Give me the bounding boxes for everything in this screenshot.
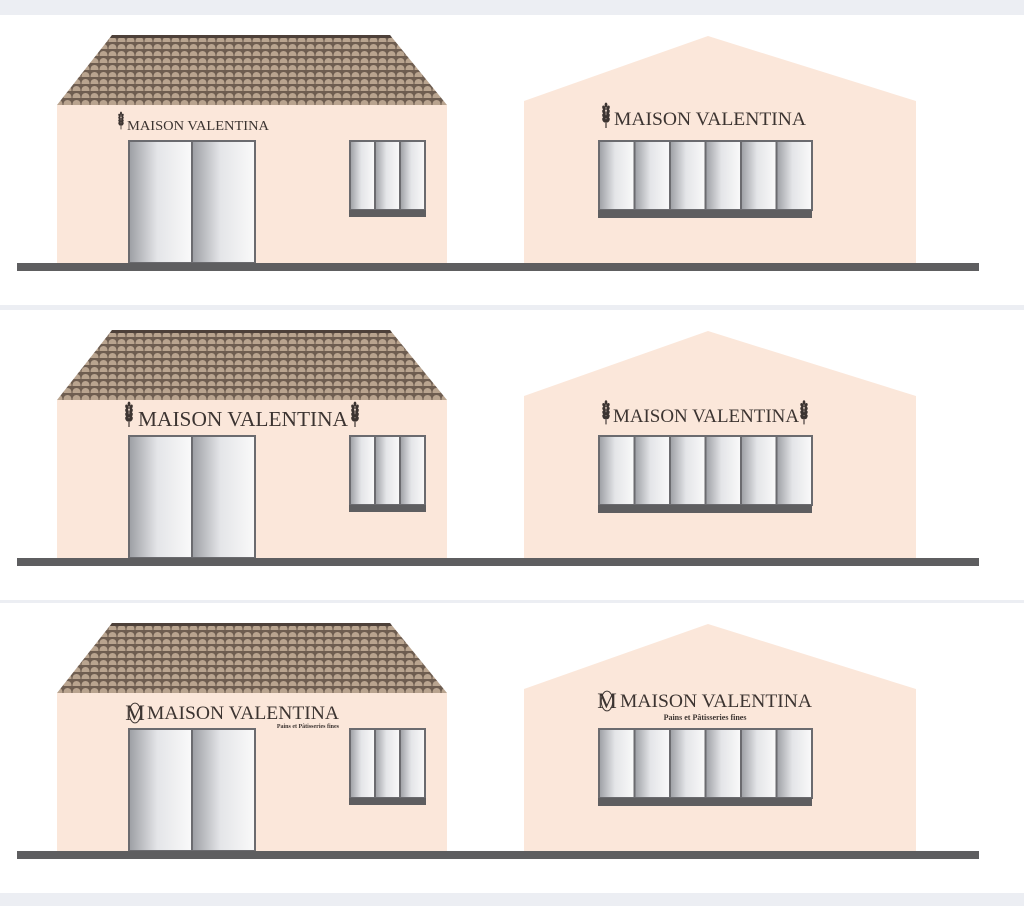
facade-option-2: MAISON VALENTINA MAISON VALENTINA <box>0 310 1024 600</box>
wheat-icon <box>602 400 610 425</box>
left-sign: MAISON VALENTINA <box>118 111 270 134</box>
double-door <box>128 435 256 559</box>
shop-sign-text: MAISON VALENTINA <box>138 407 349 431</box>
side-window <box>349 140 426 217</box>
tiled-roof <box>57 330 447 400</box>
wheat-icon <box>125 401 133 427</box>
side-window <box>349 435 426 512</box>
monogram-logo: M <box>597 688 617 713</box>
shop-sign-text: MAISON VALENTINA <box>620 691 812 712</box>
tiled-roof <box>57 35 447 105</box>
facade-option-1: MAISON VALENTINA MAISON VALENTINA <box>0 15 1024 305</box>
shop-window <box>598 728 813 806</box>
right-building <box>524 331 916 560</box>
shop-sign-text: MAISON VALENTINA <box>147 703 339 724</box>
side-window <box>349 728 426 805</box>
wheat-icon <box>602 102 610 128</box>
right-sign: MAISON VALENTINA <box>602 102 806 130</box>
tagline: Pains et Pâtisseries fines <box>664 713 747 722</box>
left-sign: MAISON VALENTINA <box>125 401 359 431</box>
right-building <box>524 36 916 265</box>
shop-sign-text: MAISON VALENTINA <box>613 406 799 427</box>
ground-line <box>17 851 979 859</box>
double-door <box>128 140 256 264</box>
shop-window <box>598 435 813 513</box>
right-sign: MAISON VALENTINA <box>602 400 808 427</box>
wheat-icon <box>118 111 124 130</box>
double-door <box>128 728 256 852</box>
right-building <box>524 624 916 853</box>
shop-window <box>598 140 813 218</box>
wheat-icon <box>351 401 359 427</box>
tagline: Pains et Pâtisseries fines <box>277 724 340 730</box>
svg-text:M: M <box>125 700 145 725</box>
left-building <box>57 623 447 853</box>
shop-sign-text: MAISON VALENTINA <box>127 119 270 134</box>
svg-text:M: M <box>597 688 617 713</box>
left-building <box>57 35 447 265</box>
left-building <box>57 330 447 560</box>
tiled-roof <box>57 623 447 693</box>
wheat-icon <box>800 400 808 425</box>
shop-sign-text: MAISON VALENTINA <box>614 109 806 130</box>
ground-line <box>17 263 979 271</box>
ground-line <box>17 558 979 566</box>
monogram-logo: M <box>125 700 145 725</box>
